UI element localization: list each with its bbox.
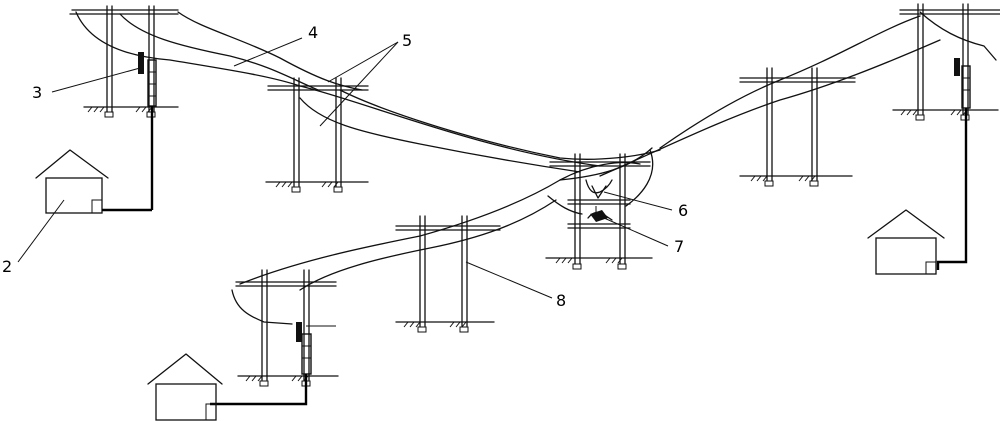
- pole-group-mid-right: [739, 67, 856, 187]
- cable-conduit-lower: [231, 147, 654, 325]
- house-left: [35, 149, 152, 214]
- pole-group-mid-left: [265, 77, 369, 193]
- callout-5: 5: [402, 31, 412, 50]
- leader-lines: [17, 37, 673, 299]
- cable-conduit-upper: [75, 11, 997, 177]
- callout-2: 2: [2, 257, 12, 276]
- pole-group-center-junction: [545, 153, 653, 270]
- callout-8: 8: [556, 291, 566, 310]
- callout-4: 4: [308, 23, 318, 42]
- pole-group-top-left: [69, 5, 179, 210]
- pole-group-bottom-left: [210, 269, 339, 406]
- house-bottom: [147, 353, 223, 421]
- callout-7: 7: [674, 237, 684, 256]
- callout-3: 3: [32, 83, 42, 102]
- callout-6: 6: [678, 201, 688, 220]
- house-right: [867, 209, 945, 275]
- pole-group-top-right: [892, 3, 1000, 270]
